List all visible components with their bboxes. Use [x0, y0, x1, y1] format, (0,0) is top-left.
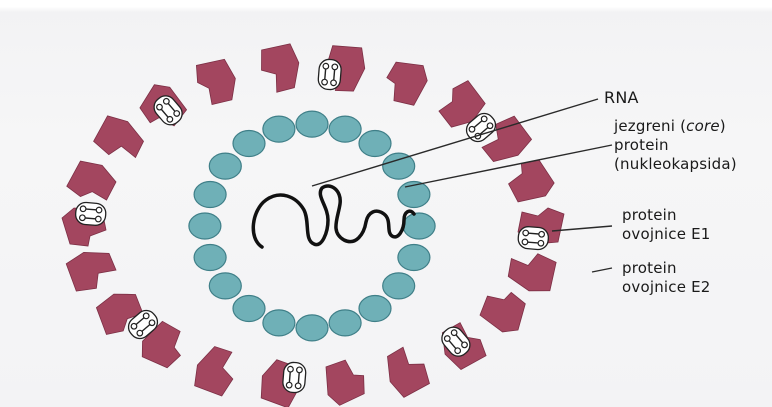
core-protein-label: jezgreni (core) protein (nukleokapsida) — [614, 117, 737, 174]
capsid-protein-bead — [359, 296, 391, 322]
lipid-pair — [517, 226, 549, 250]
capsid-protein-bead — [403, 213, 435, 239]
e1-label-line-1: protein — [622, 206, 711, 225]
rna-strand — [253, 186, 414, 247]
e2-label-line-2: ovojnice E2 — [622, 278, 711, 297]
capsid-protein-bead — [359, 131, 391, 157]
capsid-protein-bead — [296, 315, 328, 341]
envelope-protein-e1 — [189, 341, 243, 399]
envelope-protein-e2-label: protein ovojnice E2 — [622, 259, 711, 297]
e2-leader-line — [592, 268, 612, 272]
envelope-protein-e1 — [191, 53, 243, 110]
envelope-protein-e2 — [476, 283, 534, 339]
envelope-protein-e1 — [504, 156, 557, 205]
capsid-protein-bead — [209, 273, 241, 299]
capsid-protein-bead — [233, 131, 265, 157]
lipid-pair — [75, 202, 107, 226]
lipid-pair — [318, 59, 342, 91]
capsid-protein-bead — [209, 153, 241, 179]
e1-label-line-2: ovojnice E1 — [622, 225, 711, 244]
envelope-protein-e2 — [65, 245, 120, 294]
capsid-protein-bead — [329, 116, 361, 142]
rna-label: RNA — [604, 88, 639, 107]
envelope-protein-e2 — [258, 43, 302, 94]
core-label-line-2: protein — [614, 136, 737, 155]
capsid-protein-bead — [383, 153, 415, 179]
envelope-protein-e2 — [65, 157, 119, 205]
core-label-line-1: jezgreni (core) — [614, 117, 737, 136]
envelope-protein-e1-label: protein ovojnice E1 — [622, 206, 711, 244]
capsid-protein-bead — [233, 296, 265, 322]
capsid-protein-bead — [194, 182, 226, 208]
envelope-protein-e2 — [379, 54, 432, 110]
capsid-protein-bead — [263, 116, 295, 142]
envelope-protein-e1 — [323, 358, 367, 407]
capsid-protein-bead — [329, 310, 361, 336]
nucleocapsid-ring — [189, 111, 435, 341]
capsid-protein-bead — [263, 310, 295, 336]
e2-label-line-1: protein — [622, 259, 711, 278]
envelope-protein-e1 — [90, 111, 149, 168]
capsid-protein-bead — [296, 111, 328, 137]
core-label-line-3: (nukleokapsida) — [614, 155, 737, 174]
capsid-protein-bead — [194, 245, 226, 271]
envelope-protein-e2 — [379, 342, 433, 400]
envelope-protein-e1 — [504, 247, 559, 296]
lipid-pair — [282, 362, 306, 394]
capsid-protein-bead — [189, 213, 221, 239]
capsid-protein-bead — [398, 245, 430, 271]
capsid-protein-bead — [383, 273, 415, 299]
viral-envelope — [62, 43, 564, 407]
